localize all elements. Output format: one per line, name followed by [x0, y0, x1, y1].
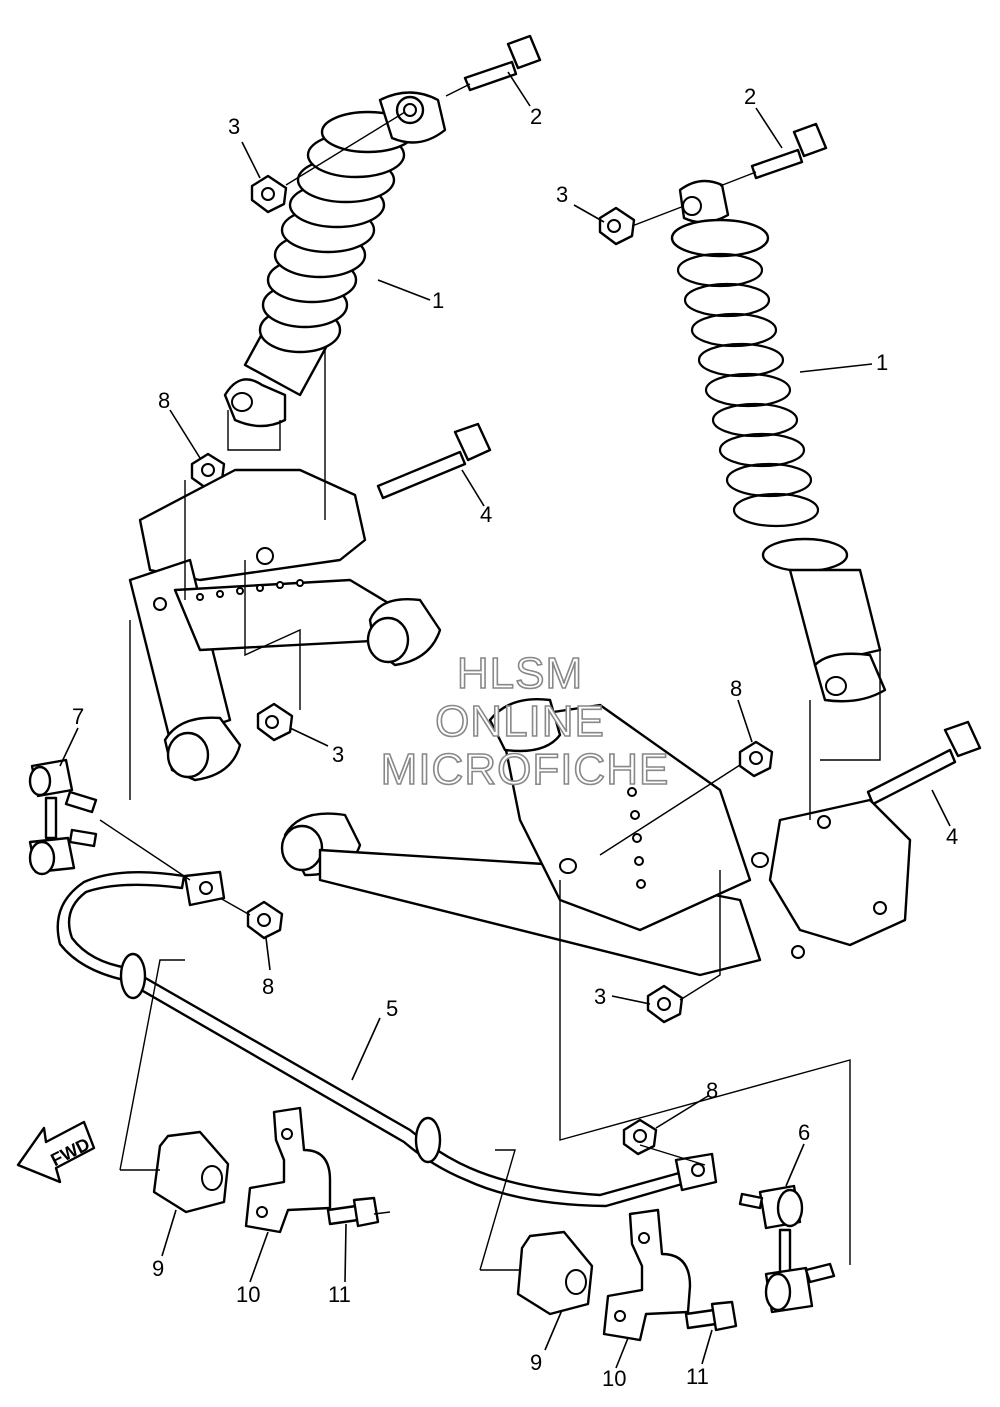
nut-8-middle-right[interactable] — [738, 740, 774, 778]
callout-8-lower-right: 8 — [706, 1078, 718, 1103]
swingarm-bolt-right[interactable] — [866, 720, 982, 806]
right-lower-swingarm[interactable] — [280, 698, 912, 977]
bushing-9-left[interactable] — [152, 1130, 230, 1214]
callout-7: 7 — [72, 704, 84, 729]
nut-8-left-stabilizer[interactable] — [246, 900, 284, 940]
callout-6: 6 — [798, 1120, 810, 1145]
nut-3-lower-right[interactable] — [646, 984, 684, 1024]
assembly-lines — [99, 83, 881, 1271]
bolt-11-right[interactable] — [684, 1300, 738, 1332]
callout-5: 5 — [386, 996, 398, 1021]
callout-2-right: 2 — [744, 84, 756, 109]
left-shock-absorber[interactable] — [223, 91, 447, 428]
nut-8-right-stabilizer[interactable] — [622, 1118, 658, 1156]
watermark-line-3: MICROFICHE — [381, 745, 670, 794]
callout-10-right: 10 — [602, 1366, 626, 1391]
callout-10-left: 10 — [236, 1282, 260, 1307]
callout-3-lower-right: 3 — [594, 984, 606, 1009]
callout-1-right: 1 — [876, 350, 888, 375]
callout-4-left: 4 — [480, 502, 492, 527]
bolt-11-left[interactable] — [326, 1196, 380, 1228]
callout-9-left: 9 — [152, 1256, 164, 1281]
callout-9-right: 9 — [530, 1350, 542, 1375]
callout-11-left: 11 — [328, 1282, 351, 1307]
callout-4-right: 4 — [946, 824, 958, 849]
callout-8-upper-left: 8 — [158, 388, 170, 413]
callout-3-middle-left: 3 — [332, 742, 344, 767]
callout-labels: 1 1 2 2 3 3 3 3 4 4 5 6 7 8 8 8 8 9 9 10… — [72, 84, 958, 1391]
stabilizer-link-left[interactable] — [28, 758, 98, 876]
callout-1-left: 1 — [432, 288, 444, 313]
bushing-9-right[interactable] — [516, 1230, 594, 1316]
stabilizer-bar[interactable] — [56, 870, 718, 1208]
callout-3-upper-right: 3 — [556, 182, 568, 207]
watermark-line-2: ONLINE — [435, 697, 605, 746]
right-shock-spring — [676, 252, 849, 573]
left-shock-spring — [258, 110, 416, 354]
fwd-arrow-icon: FWD — [16, 1120, 96, 1184]
swingarm-bolt-left[interactable] — [376, 422, 492, 500]
clamp-10-right[interactable] — [602, 1208, 692, 1342]
callout-2-left: 2 — [530, 104, 542, 129]
watermark-line-1: HLSM — [457, 649, 583, 698]
shock-upper-bolt-left[interactable] — [463, 34, 542, 92]
right-shock-absorber[interactable] — [670, 179, 887, 703]
callout-11-right: 11 — [686, 1364, 709, 1389]
nut-3-upper-right[interactable] — [598, 206, 636, 246]
shock-upper-bolt-right[interactable] — [750, 122, 828, 180]
stabilizer-link-right[interactable] — [738, 1184, 836, 1314]
callout-8-middle-right: 8 — [730, 676, 742, 701]
watermark: HLSM ONLINE MICROFICHE — [380, 648, 670, 795]
leader-lines — [59, 71, 951, 1369]
callout-3-upper-left: 3 — [228, 114, 240, 139]
clamp-10-left[interactable] — [244, 1106, 332, 1234]
nut-3-middle-left[interactable] — [256, 702, 294, 742]
left-lower-swingarm[interactable] — [128, 468, 442, 782]
callout-8-lower-left: 8 — [262, 974, 274, 999]
nut-3-upper-left[interactable] — [250, 174, 288, 214]
